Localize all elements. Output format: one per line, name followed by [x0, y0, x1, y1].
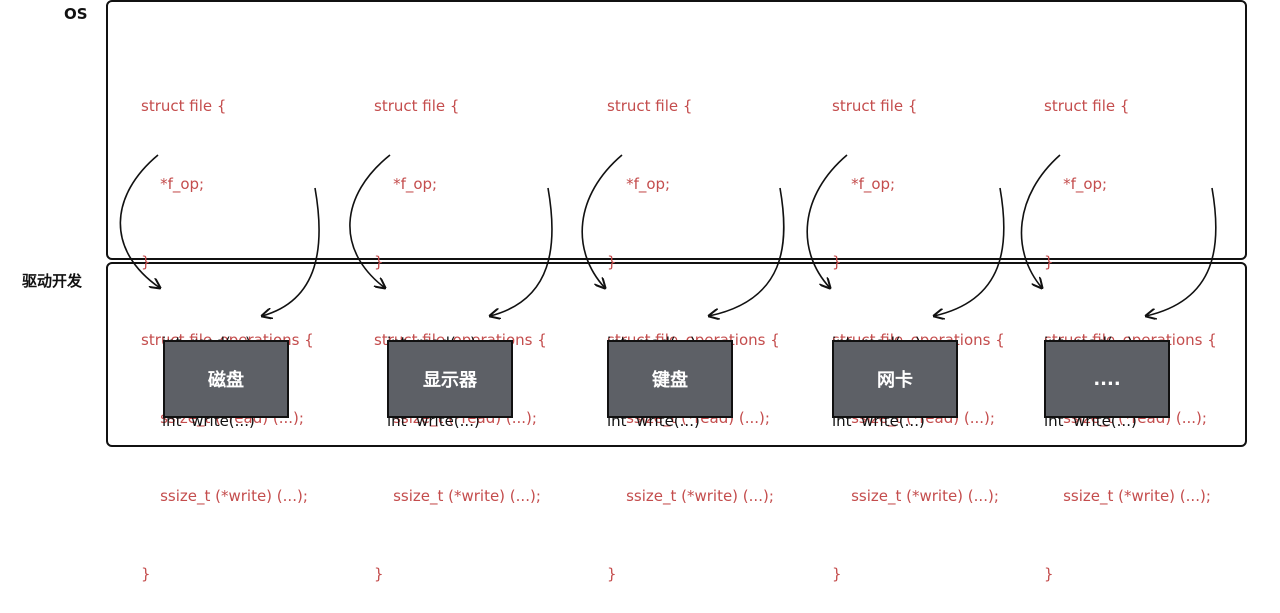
code-line: }	[374, 565, 384, 583]
write-arrow-5	[1146, 187, 1217, 316]
device-box-disk: 磁盘	[163, 340, 289, 418]
driver-dev-label: 驱动开发	[22, 272, 83, 290]
code-line: ssize_t (*write) (...);	[141, 487, 308, 505]
code-line: *f_op;	[607, 175, 671, 193]
code-line: }	[607, 565, 617, 583]
code-line: *f_op;	[832, 175, 896, 193]
code-line: }	[832, 253, 842, 271]
code-line: }	[832, 565, 842, 583]
code-line: ssize_t (*write) (...);	[607, 487, 774, 505]
read-arrow-1	[119, 154, 160, 288]
read-arrow-3	[581, 154, 623, 288]
os-panel	[106, 0, 1247, 260]
code-line: ssize_t (*write) (...);	[1044, 487, 1211, 505]
arrows-layer	[119, 154, 1217, 458]
driver-panel	[106, 262, 1247, 447]
device-box-more: ....	[1044, 340, 1170, 418]
code-line: }	[141, 253, 151, 271]
write-arrow-4	[934, 187, 1005, 316]
read-arrow-4	[806, 154, 848, 288]
os-label: OS	[64, 5, 88, 23]
code-line: ssize_t (*write) (...);	[374, 487, 541, 505]
write-arrow-3	[709, 187, 785, 316]
code-line: struct file {	[1044, 97, 1130, 115]
code-line: }	[1044, 565, 1054, 583]
code-line: *f_op;	[141, 175, 205, 193]
code-line: struct file {	[832, 97, 918, 115]
write-arrow-1	[262, 187, 320, 316]
code-line: }	[607, 253, 617, 271]
code-line: *f_op;	[374, 175, 438, 193]
code-line: }	[1044, 253, 1054, 271]
code-line: struct file {	[607, 97, 693, 115]
device-box-keyboard: 键盘	[607, 340, 733, 418]
code-line: struct file {	[374, 97, 460, 115]
write-arrow-2	[490, 187, 553, 316]
code-line: *f_op;	[1044, 175, 1108, 193]
code-line: struct file {	[141, 97, 227, 115]
code-line: }	[374, 253, 384, 271]
read-arrow-5	[1020, 154, 1061, 288]
device-box-display: 显示器	[387, 340, 513, 418]
code-line: ssize_t (*write) (...);	[832, 487, 999, 505]
read-arrow-2	[349, 154, 391, 288]
device-box-nic: 网卡	[832, 340, 958, 418]
code-line: }	[141, 565, 151, 583]
